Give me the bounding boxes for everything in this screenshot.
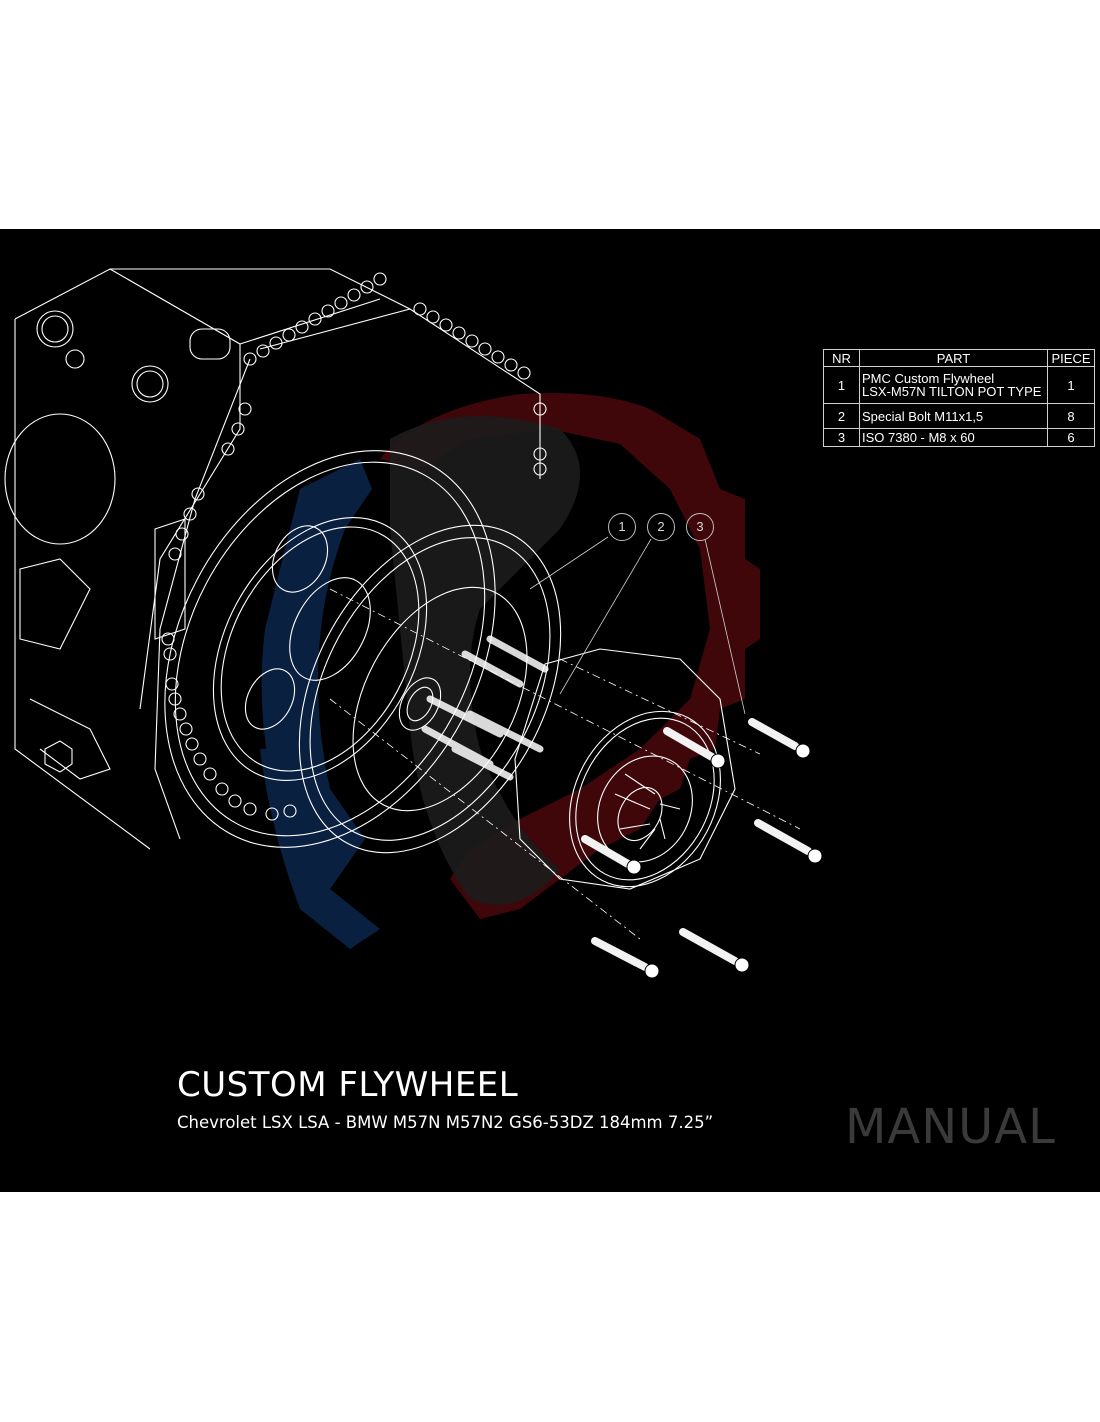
part-name-line2: LSX-M57N TILTON POT TYPE: [862, 384, 1042, 399]
cell-nr: 3: [823, 428, 860, 447]
cell-piece: 6: [1047, 428, 1095, 447]
iso-screws: [581, 718, 823, 979]
header-nr: NR: [823, 349, 860, 367]
header-part: PART: [859, 349, 1048, 367]
logo-red-gear-ring: [380, 393, 760, 919]
manual-watermark: MANUAL: [845, 1099, 1056, 1155]
bellhousing-bolts: [161, 272, 547, 821]
callout-3: 3: [686, 513, 714, 541]
engine-block-line-art: [4, 268, 801, 940]
parts-table-header: NR PART PIECE: [823, 349, 1095, 367]
cell-part: Special Bolt M11x1,5: [859, 403, 1048, 429]
table-row: 3 ISO 7380 - M8 x 60 6: [823, 428, 1095, 447]
cell-nr: 1: [823, 366, 860, 404]
product-subtitle: Chevrolet LSX LSA - BMW M57N M57N2 GS6-5…: [177, 1113, 714, 1132]
assembly-axis-lines: [329, 588, 801, 940]
cell-piece: 1: [1047, 366, 1095, 404]
table-row: 2 Special Bolt M11x1,5 8: [823, 403, 1095, 429]
logo-dark-silhouette: [390, 416, 580, 905]
exploded-assembly-drawing: [4, 268, 823, 979]
callout-2: 2: [647, 513, 675, 541]
logo-blue-gear-segment: [260, 459, 380, 949]
product-image-band: 1 2 3 NR PART PIECE 1 PMC Custom Flywhee…: [0, 229, 1100, 1192]
product-title: CUSTOM FLYWHEEL: [177, 1065, 519, 1105]
callout-1: 1: [608, 513, 636, 541]
header-piece: PIECE: [1047, 349, 1095, 367]
cell-piece: 8: [1047, 403, 1095, 429]
clutch-disc-spokes: [614, 773, 681, 850]
part-name-line1: PMC Custom Flywheel: [862, 371, 995, 386]
cell-nr: 2: [823, 403, 860, 429]
special-bolts: [421, 635, 549, 781]
cell-part: ISO 7380 - M8 x 60: [859, 428, 1048, 447]
